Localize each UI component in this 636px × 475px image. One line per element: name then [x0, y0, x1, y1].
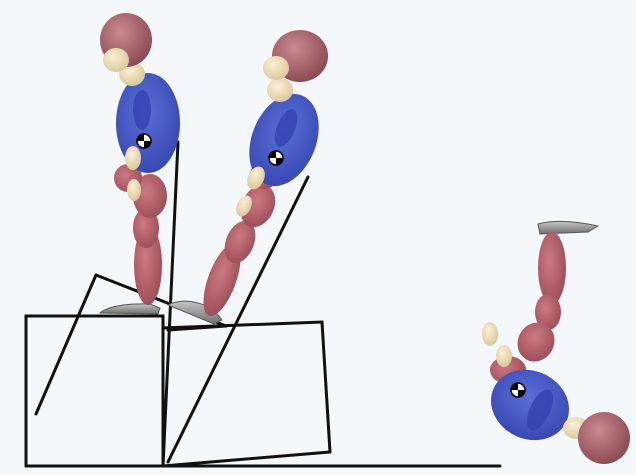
center-of-gravity-icon: [137, 134, 151, 148]
shoe-icon: [100, 304, 160, 314]
center-of-gravity-icon: [269, 151, 283, 165]
pedestrian-inverted: [479, 221, 630, 464]
pedestrian-standing: [100, 13, 180, 314]
shoe-icon: [538, 221, 598, 234]
center-of-gravity-icon: [511, 383, 525, 397]
